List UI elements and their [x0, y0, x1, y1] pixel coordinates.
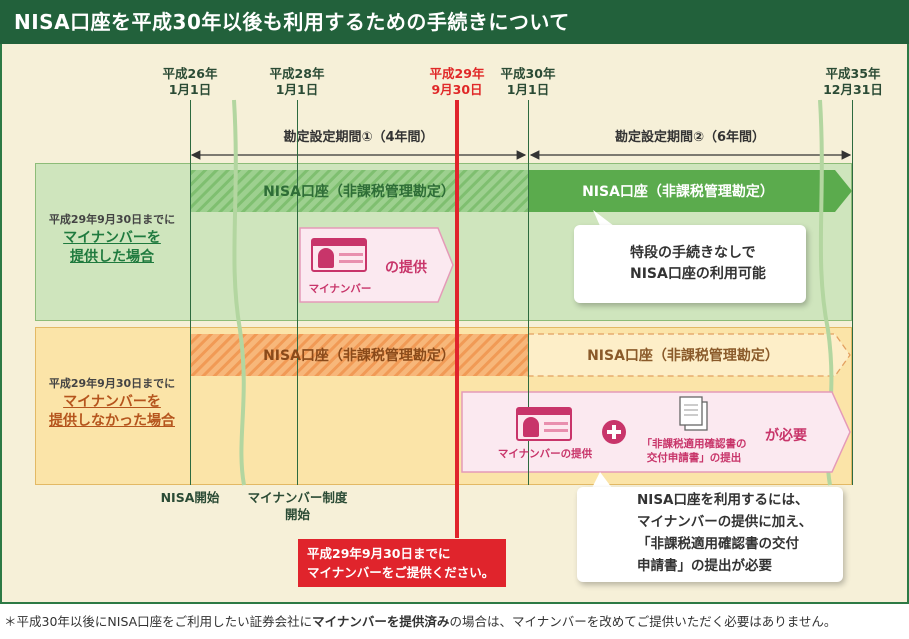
warning-text: NISA口座を利用するには、 マイナンバーの提供に加え、 「非課税適用確認書の交… — [637, 492, 813, 574]
warning-bubble — [577, 487, 843, 582]
footnote-part1: ＊平成30年以後にNISA口座をご利用したい証券会社に — [4, 614, 313, 629]
plus-icon — [602, 420, 626, 444]
mynumber-card-caption: マイナンバー — [308, 283, 372, 295]
row-provided-label-line1: マイナンバーを — [63, 230, 161, 246]
period-1-label: 勘定設定期間①（4年間） — [283, 130, 434, 145]
mynumber-provide-caption: マイナンバーの提供 — [497, 448, 593, 460]
footnote-emphasis: マイナンバーを提供済み — [312, 614, 450, 629]
footnote: ＊平成30年以後にNISA口座をご利用したい証券会社にマイナンバーを提供済みの場… — [4, 611, 909, 630]
warning-bubble-tail — [592, 472, 612, 488]
page-title: NISA口座を平成30年以後も利用するための手続きについて — [0, 0, 909, 44]
row-not-provided-label: 平成29年9月30日までに マイナンバーを 提供しなかった場合 — [37, 374, 187, 431]
row-provided-bar-1 — [190, 170, 528, 212]
date-h28: 平成28年 1月1日 — [269, 66, 325, 97]
vline-h26 — [190, 100, 191, 485]
fold-line-left — [232, 99, 246, 486]
vline-h30 — [528, 100, 529, 485]
deadline-notice: 平成29年9月30日までに マイナンバーをご提供ください。 — [298, 539, 506, 587]
row-not-provided-label-small: 平成29年9月30日までに — [48, 377, 176, 390]
provide-action-text: の提供 — [385, 260, 427, 276]
mynumber-start-label: マイナンバー制度 開始 — [247, 490, 348, 522]
date-h26: 平成26年 1月1日 — [162, 66, 218, 97]
vline-h35 — [852, 100, 853, 485]
row-provided-label-line2: 提供した場合 — [70, 249, 154, 265]
date-h30: 平成30年 1月1日 — [500, 66, 556, 97]
required-text: が必要 — [765, 428, 807, 444]
period-2-label: 勘定設定期間②（6年間） — [614, 130, 766, 145]
row-provided-bar-1-text: NISA口座（非課税管理勘定） — [263, 184, 455, 200]
document-icon — [679, 396, 708, 431]
row-not-provided-label-line2: 提供しなかった場合 — [49, 413, 175, 429]
nisa-start-label: NISA開始 — [160, 490, 220, 505]
deadline-line — [455, 100, 459, 538]
row-provided-bar-2-text: NISA口座（非課税管理勘定） — [582, 184, 774, 200]
mynumber-card-icon — [311, 238, 367, 272]
row-not-provided-bar-1 — [190, 334, 528, 376]
row-not-provided-bar-1-text: NISA口座（非課税管理勘定） — [263, 348, 455, 364]
date-h35: 平成35年 12月31日 — [823, 66, 883, 97]
result-bubble-tail — [593, 210, 614, 226]
row-not-provided-bar-2-text: NISA口座（非課税管理勘定） — [587, 348, 779, 364]
document-caption: 「非課税適用確認書の 交付申請書」の提出 — [641, 438, 747, 464]
result-text: 特段の手続きなしで NISA口座の利用可能 — [630, 245, 766, 282]
row-provided-label: 平成29年9月30日までに マイナンバーを 提供した場合 — [37, 210, 187, 267]
date-h29: 平成29年 9月30日 — [429, 66, 485, 97]
row-provided-bar-2 — [528, 170, 852, 212]
row-not-provided-label-line1: マイナンバーを — [63, 394, 161, 410]
result-bubble — [574, 225, 806, 303]
mynumber-card-icon-2 — [516, 407, 572, 441]
vline-h28 — [297, 100, 298, 485]
footnote-part3: の場合は、マイナンバーを改めてご提供いただく必要はありません。 — [449, 614, 837, 629]
row-provided-label-small: 平成29年9月30日までに — [48, 213, 176, 226]
